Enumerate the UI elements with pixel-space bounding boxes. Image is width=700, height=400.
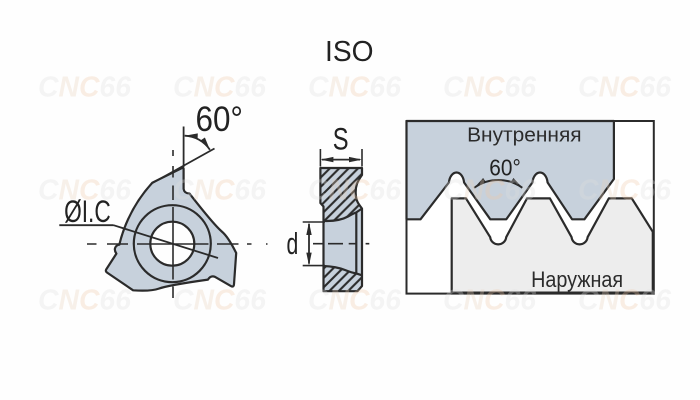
svg-text:CNC66: CNC66 <box>578 283 671 315</box>
svg-text:CNC66: CNC66 <box>308 70 401 102</box>
svg-text:CNC66: CNC66 <box>578 70 671 102</box>
svg-text:CNC66: CNC66 <box>443 173 536 205</box>
svg-text:CNC66: CNC66 <box>443 70 536 102</box>
svg-text:ISO: ISO <box>325 36 374 68</box>
svg-text:ØI.C: ØI.C <box>64 193 111 229</box>
svg-text:CNC66: CNC66 <box>578 173 671 205</box>
svg-text:CNC66: CNC66 <box>38 173 131 205</box>
svg-text:CNC66: CNC66 <box>38 283 131 315</box>
svg-text:CNC66: CNC66 <box>308 283 401 315</box>
svg-text:CNC66: CNC66 <box>173 283 266 315</box>
svg-text:60°: 60° <box>489 155 521 181</box>
svg-text:CNC66: CNC66 <box>173 173 266 205</box>
svg-text:60°: 60° <box>196 100 244 139</box>
svg-text:d: d <box>287 227 299 261</box>
svg-text:CNC66: CNC66 <box>38 70 131 102</box>
svg-text:CNC66: CNC66 <box>308 173 401 205</box>
svg-text:S: S <box>333 120 349 156</box>
svg-text:CNC66: CNC66 <box>173 70 266 102</box>
svg-text:CNC66: CNC66 <box>443 283 536 315</box>
svg-text:Внутренняя: Внутренняя <box>467 124 581 147</box>
svg-text:Наружная: Наружная <box>531 267 623 292</box>
